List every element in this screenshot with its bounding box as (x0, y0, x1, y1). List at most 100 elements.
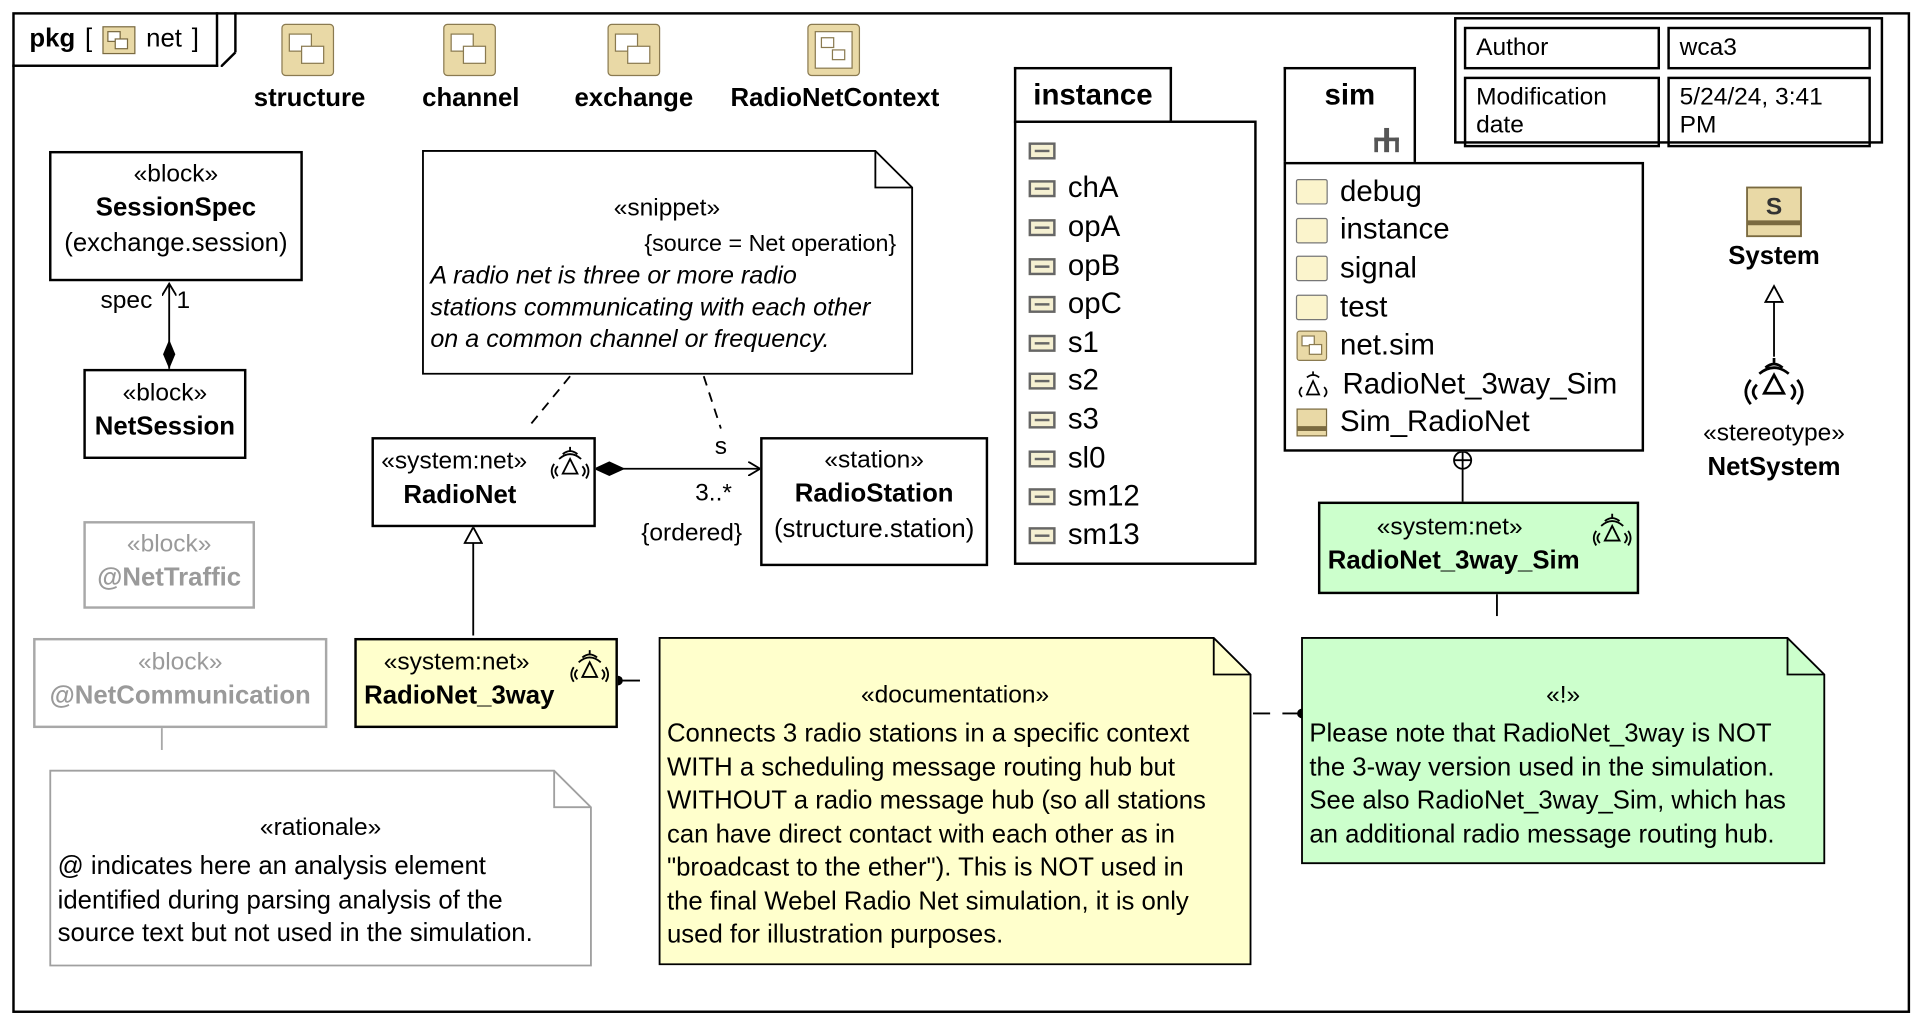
sim-item[interactable]: signal (1295, 250, 1642, 288)
note-line: the final Webel Radio Net simulation, it… (666, 886, 1189, 915)
instance-item[interactable]: opB (1028, 247, 1255, 285)
instance-item[interactable]: s1 (1028, 324, 1255, 362)
containment-line[interactable] (1453, 450, 1473, 502)
diagram-header: pkg [ net ] (12, 12, 219, 67)
stereotype-label: «block» (126, 530, 212, 558)
folder-icon (1295, 179, 1328, 205)
note-line: can have direct contact with each other … (666, 819, 1176, 848)
snippet-note[interactable]: «snippet» {source = Net operation} A rad… (423, 151, 913, 375)
station-multiplicity: 3..* (695, 479, 732, 507)
instance-item[interactable]: s2 (1028, 362, 1255, 400)
system-icon: S (1746, 186, 1802, 238)
note-tag: {source = Net operation} (644, 231, 897, 257)
note-line: source text but not used in the simulati… (57, 919, 533, 948)
rationale-note[interactable]: «rationale» @ indicates here an analysis… (50, 771, 591, 966)
sim-item[interactable]: RadioNet_3way_Sim (1296, 365, 1642, 403)
note-line: A radio net is three or more radio (430, 261, 797, 290)
package-radionetcontext[interactable]: RadioNetContext (723, 22, 946, 112)
sim-item[interactable]: Sim_RadioNet (1296, 404, 1642, 442)
block-name: @NetTraffic (97, 563, 242, 592)
instance-item[interactable]: sm13 (1028, 516, 1255, 554)
note-stereotype: «!» (1546, 681, 1581, 709)
stereotype-netsystem[interactable]: «stereotype» NetSystem (1682, 356, 1866, 490)
radio-net-icon (570, 650, 610, 683)
snippet-anchor-left[interactable] (526, 375, 571, 430)
package-label: structure (253, 84, 366, 113)
block-netcommunication[interactable]: «block» @NetCommunication (33, 637, 328, 729)
package-sim-body[interactable]: debug instance signal test net.sim Radio… (1283, 161, 1645, 452)
bracket-close: ] (191, 23, 199, 52)
block-name: NetSession (94, 412, 236, 441)
note-stereotype: «rationale» (259, 814, 382, 842)
package-channel[interactable]: channel (414, 22, 527, 112)
instance-specification-icon (1028, 488, 1056, 506)
sim-item[interactable]: net.sim (1296, 327, 1642, 365)
stereotype-name: NetSystem (1707, 452, 1841, 481)
note-line: on a common channel or frequency. (430, 325, 830, 354)
instance-item[interactable]: opC (1028, 285, 1255, 323)
package-structure[interactable]: structure (251, 22, 367, 112)
spec-multiplicity: 1 (176, 287, 191, 315)
radio-net-icon (550, 446, 590, 479)
note-line: @ indicates here an analysis element (57, 852, 486, 881)
package-exchange[interactable]: exchange (569, 22, 699, 112)
block-type: (exchange.session) (64, 228, 288, 257)
author-value: wca3 (1667, 26, 1871, 70)
radio-net-icon (1298, 371, 1328, 398)
instance-item[interactable]: opA (1028, 208, 1255, 246)
stereotype-label: «system:net» (1376, 513, 1523, 541)
instance-specification-icon (1028, 372, 1056, 391)
package-icon (102, 25, 136, 54)
block-nettraffic[interactable]: «block» @NetTraffic (83, 521, 256, 609)
date-value: 5/24/24, 3:41 PM (1667, 76, 1871, 148)
instance-item[interactable]: sl0 (1028, 439, 1255, 477)
instance-item[interactable]: s3 (1028, 401, 1255, 439)
instance-item[interactable]: sm12 (1028, 478, 1255, 516)
sim-item[interactable]: debug (1295, 173, 1642, 211)
diagram-frame (12, 12, 1911, 1013)
note-line: an additional radio message routing hub. (1309, 819, 1775, 848)
instance-item[interactable] (1028, 131, 1255, 169)
station-constraint: {ordered} (641, 519, 743, 547)
station-role-label: s (714, 433, 728, 461)
system-name: System (1728, 242, 1820, 271)
sim-item[interactable]: instance (1295, 211, 1642, 249)
simulation-config-icon (1296, 408, 1328, 437)
station-composition-line[interactable] (593, 461, 760, 476)
package-label: RadioNetContext (730, 84, 940, 113)
block-radionet-3way[interactable]: «system:net» RadioNet_3way (354, 637, 618, 729)
important-note[interactable]: «!» Please note that RadioNet_3way is NO… (1302, 638, 1824, 863)
snippet-anchor-right[interactable] (702, 375, 722, 429)
stereotype-label: «system:net» (381, 448, 528, 475)
note-line: WITH a scheduling message routing hub bu… (666, 753, 1176, 782)
spec-role-label: spec (100, 287, 153, 315)
package-sim-tab[interactable]: sim (1283, 66, 1417, 165)
note-line: WITHOUT a radio message hub (so all stat… (666, 786, 1206, 815)
instance-specification-icon (1028, 219, 1056, 237)
note-line: used for illustration purposes. (666, 920, 1004, 949)
radio-net-icon (1744, 357, 1804, 406)
svg-text:S: S (1766, 193, 1782, 220)
package-icon (281, 23, 335, 77)
system-element[interactable]: S System (1707, 185, 1842, 282)
block-name: SessionSpec (95, 193, 257, 222)
block-radiostation[interactable]: «station» RadioStation (structure.statio… (760, 437, 989, 567)
package-label: exchange (574, 84, 694, 113)
folder-icon (1295, 294, 1328, 321)
documentation-note[interactable]: «documentation» Connects 3 radio station… (660, 638, 1251, 964)
note-line: See also RadioNet_3way_Sim, which has (1309, 786, 1786, 815)
package-icon (1296, 330, 1328, 362)
sim-item[interactable]: test (1295, 288, 1642, 326)
package-icon (443, 23, 496, 77)
package-instance-body[interactable]: chA opA opB opC s1 s2 s3 sl0 sm12 sm13 (1013, 120, 1257, 565)
block-sessionspec[interactable]: «block» SessionSpec (exchange.session) (49, 150, 303, 282)
block-netsession[interactable]: «block» NetSession (83, 368, 247, 459)
instance-item[interactable]: chA (1028, 170, 1255, 208)
block-radionet[interactable]: «system:net» RadioNet (371, 437, 596, 528)
block-radionet-3way-sim[interactable]: «system:net» RadioNet_3way_Sim (1317, 501, 1640, 595)
block-type: (structure.station) (773, 515, 975, 544)
diagram-kind: pkg (29, 23, 76, 52)
package-instance-tab[interactable]: instance (1013, 66, 1173, 123)
